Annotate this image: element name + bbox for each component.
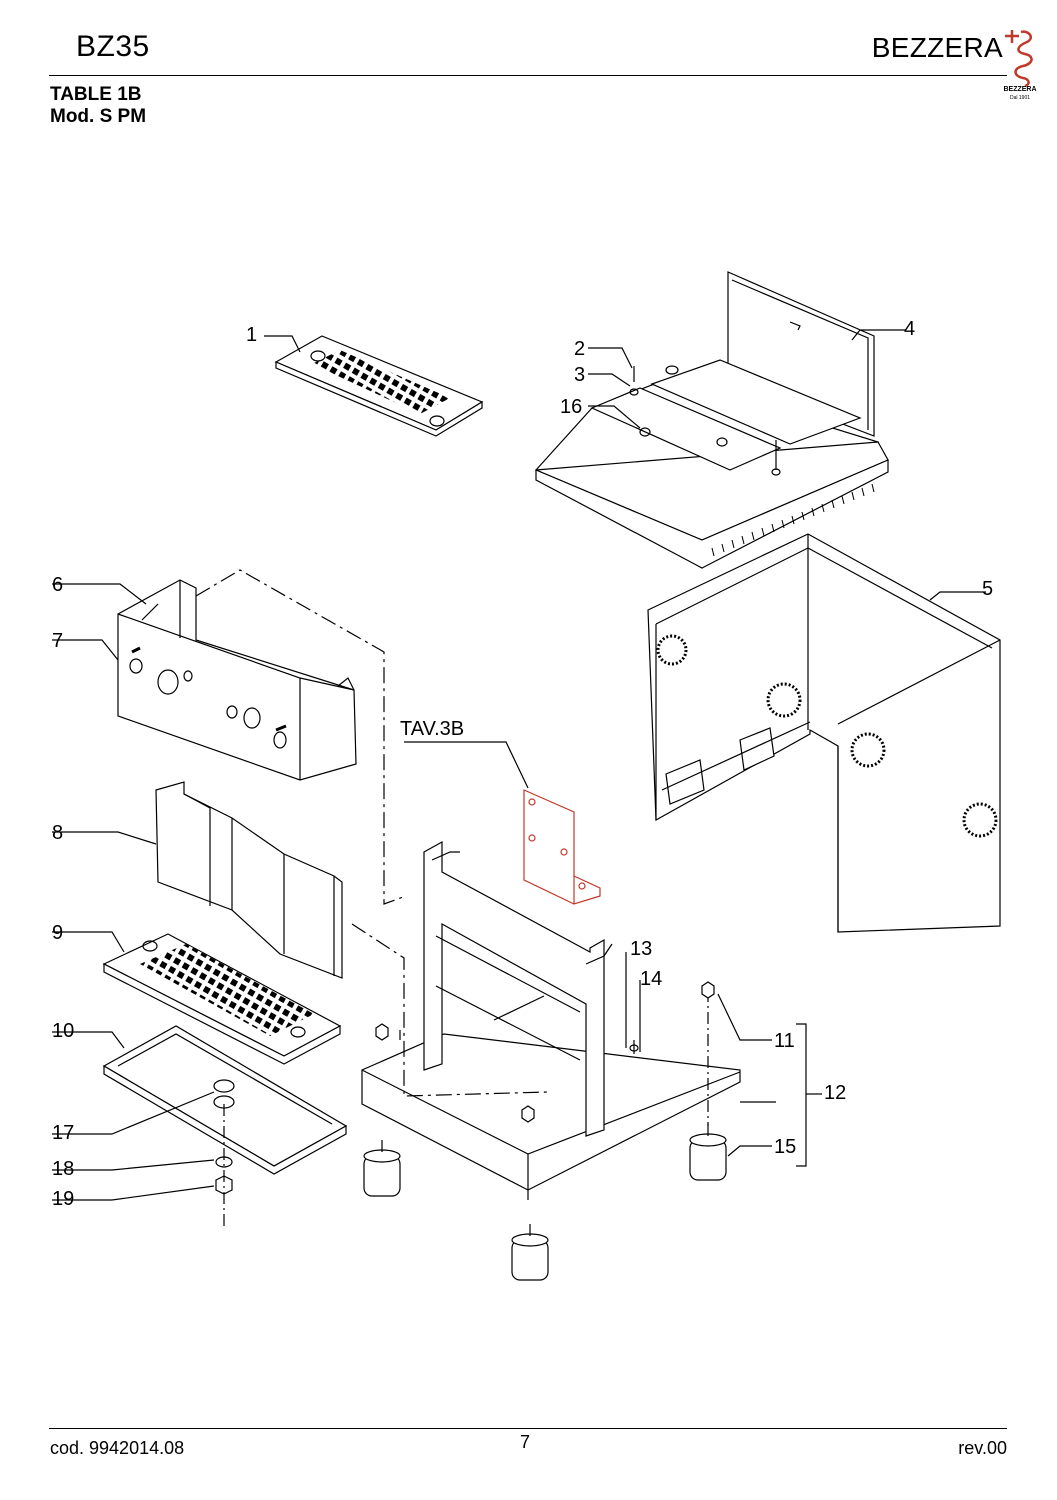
- table-title-block: TABLE 1B Mod. S PM: [50, 84, 146, 128]
- logo-text: BEZZERA: [1003, 86, 1037, 93]
- callout-3: 3: [574, 364, 586, 386]
- base-chassis: [361, 840, 741, 1200]
- callout-lines: [625, 952, 822, 1167]
- callout-6: 6: [52, 574, 64, 596]
- table-title: TABLE 1B: [50, 84, 142, 105]
- callout-18: 18: [52, 1158, 75, 1180]
- model-name: BZ35: [76, 30, 150, 63]
- tav-3b-bracket: [404, 741, 601, 905]
- part-8-bracket: [52, 781, 343, 979]
- callout-13: 13: [630, 938, 653, 960]
- callout-7: 7: [52, 630, 64, 652]
- reference-tav-3b: TAV.3B: [400, 718, 465, 740]
- assembly-lines: [195, 569, 549, 1097]
- callout-17: 17: [52, 1122, 75, 1144]
- footer-rule: [49, 1428, 1007, 1429]
- model-variant: Mod. S PM: [50, 106, 147, 127]
- part-10-drip-tray: [52, 1025, 348, 1228]
- logo-subtext: Dal 1901: [1009, 95, 1030, 101]
- part-15-feet: [363, 1124, 772, 1281]
- callout-10: 10: [52, 1020, 75, 1042]
- callout-14: 14: [640, 968, 663, 990]
- callout-16: 16: [560, 396, 583, 418]
- brand-logo: BEZZERA Dal 1901: [999, 28, 1041, 104]
- callout-5: 5: [982, 578, 994, 600]
- revision: rev.00: [958, 1438, 1007, 1458]
- document-code: cod. 9942014.08: [50, 1438, 185, 1458]
- parts-2-3-16-screws: [588, 347, 781, 476]
- part-5-body-panel: [647, 533, 1001, 933]
- callout-12: 12: [824, 1082, 847, 1104]
- brand-name: BEZZERA: [871, 32, 1003, 63]
- callout-2: 2: [574, 338, 586, 360]
- callout-19: 19: [52, 1188, 75, 1210]
- callout-4: 4: [904, 318, 916, 340]
- part-4-top-cover: [535, 271, 906, 569]
- callout-8: 8: [52, 822, 64, 844]
- part-7-front-panel: [52, 579, 357, 781]
- callout-1: 1: [246, 324, 258, 346]
- header-rule: [49, 75, 1007, 76]
- callout-11: 11: [774, 1030, 795, 1052]
- callout-15: 15: [774, 1136, 797, 1158]
- part-1-cup-plate: [264, 335, 484, 437]
- page-number: 7: [520, 1432, 531, 1452]
- logo-serpent-icon: [1005, 30, 1033, 88]
- callout-9: 9: [52, 922, 64, 944]
- part-9-drip-grille: [52, 931, 342, 1065]
